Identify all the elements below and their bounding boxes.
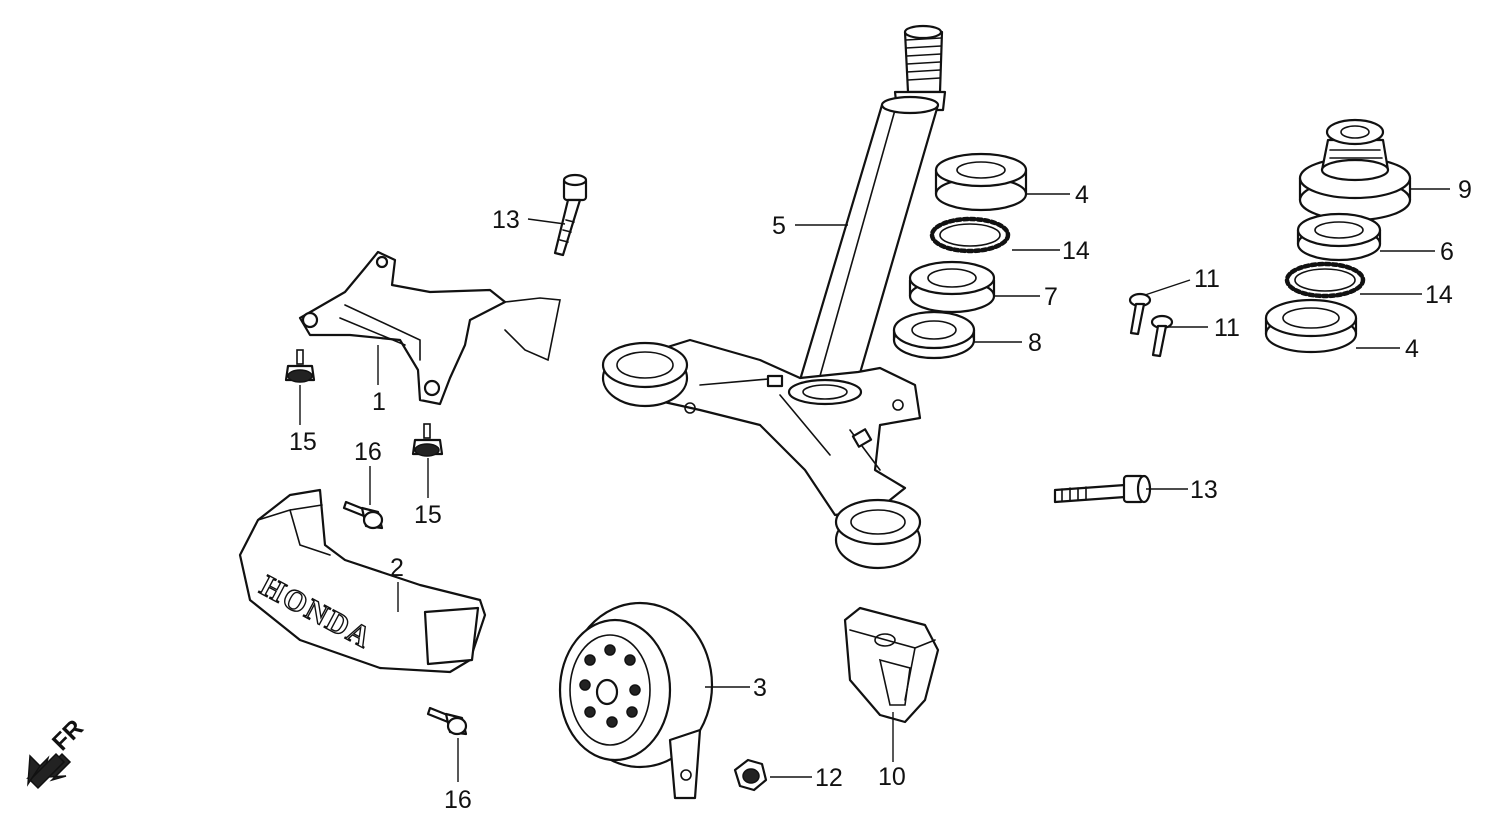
callout-1: 1 <box>372 388 386 416</box>
callout-12: 12 <box>815 764 843 792</box>
screw-lower-part <box>1150 314 1174 358</box>
stem-nut-part <box>1298 118 1412 222</box>
bearing-race-lower-part <box>892 310 976 360</box>
flange-bolt-left-part <box>284 349 316 383</box>
callout-13-right: 13 <box>1190 476 1218 504</box>
callout-3: 3 <box>753 674 767 702</box>
cone-race-part <box>1296 212 1382 262</box>
front-direction-arrow-icon <box>26 752 72 790</box>
callout-8: 8 <box>1028 329 1042 357</box>
bolt-right-part <box>1053 474 1152 504</box>
screw-upper-part <box>1128 292 1152 336</box>
bearing-race-upper-part <box>908 260 996 314</box>
leader-lines <box>299 188 1450 782</box>
cable-holder-part <box>843 606 940 724</box>
callout-15-right: 15 <box>414 501 442 529</box>
headlight-stay-part <box>298 250 561 406</box>
callout-7: 7 <box>1044 283 1058 311</box>
dust-seal-upper-part <box>934 152 1028 212</box>
front-direction-label: FR <box>47 715 89 757</box>
ball-bearing-lower-part <box>1284 261 1366 299</box>
callout-11-upper: 11 <box>1194 265 1220 293</box>
callout-13-upper: 13 <box>492 206 520 234</box>
front-cover-emblem-part: HONDA <box>238 488 487 674</box>
callout-16-lower: 16 <box>444 786 472 814</box>
bolt-upper-part <box>553 173 588 257</box>
callout-4-lower: 4 <box>1405 335 1419 363</box>
steering-stem-part <box>601 24 947 570</box>
callout-14-upper: 14 <box>1062 237 1090 265</box>
flange-bolt-right-part <box>411 423 444 457</box>
small-bolt-upper-part <box>342 500 384 530</box>
small-bolt-lower-part <box>426 706 468 736</box>
callout-2: 2 <box>390 554 404 582</box>
hex-nut-part <box>733 758 768 792</box>
horn-part <box>558 601 714 800</box>
callout-10: 10 <box>878 763 906 791</box>
ball-bearing-upper-part <box>929 216 1011 254</box>
callout-5: 5 <box>772 212 786 240</box>
callout-11-lower: 11 <box>1214 314 1240 342</box>
callout-6: 6 <box>1440 238 1454 266</box>
callout-16-upper: 16 <box>354 438 382 466</box>
callout-15-left: 15 <box>289 428 317 456</box>
callout-4-upper: 4 <box>1075 181 1089 209</box>
callout-14-lower: 14 <box>1425 281 1453 309</box>
dust-seal-lower-part <box>1264 298 1358 354</box>
callout-9: 9 <box>1458 176 1472 204</box>
